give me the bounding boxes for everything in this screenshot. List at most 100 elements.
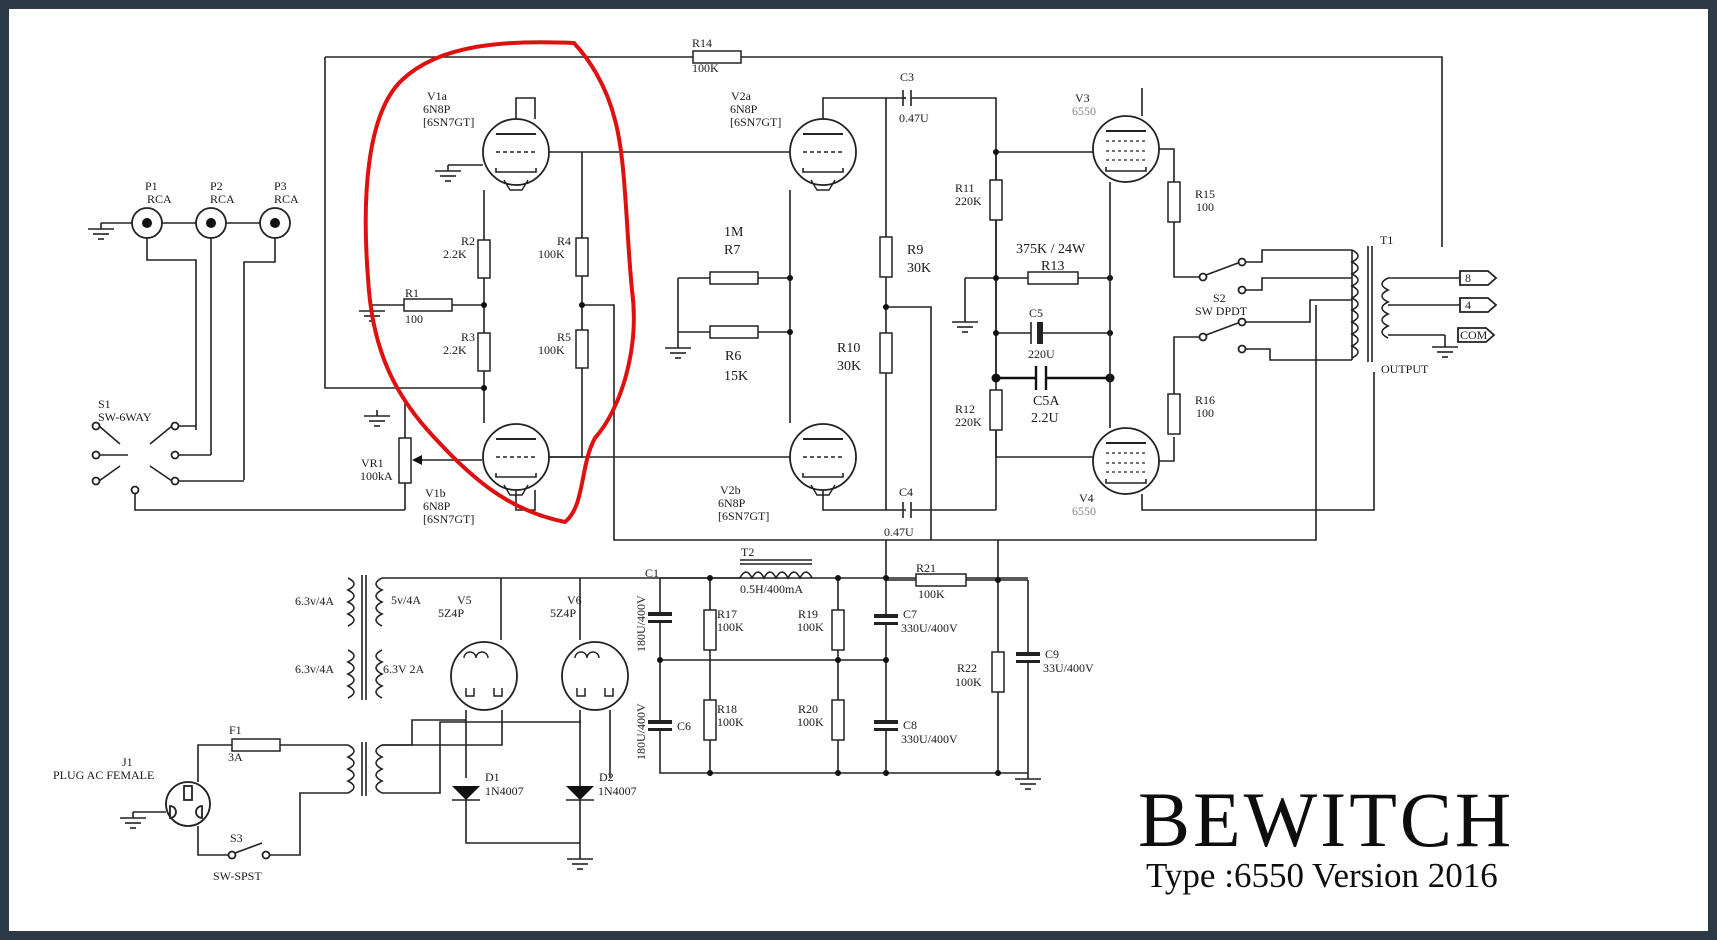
p1-ref: P1: [145, 179, 158, 193]
r22-value: 100K: [955, 675, 982, 689]
tap-8: 8: [1465, 271, 1471, 285]
f1-value: 3A: [228, 750, 243, 764]
v4-type: 6550: [1072, 504, 1096, 518]
p3-type: RCA: [274, 192, 299, 206]
v3-type: 6550: [1072, 104, 1096, 118]
v1b-alt: [6SN7GT]: [423, 512, 474, 526]
c4-ref: C4: [899, 485, 913, 499]
r5-value: 100K: [538, 343, 565, 357]
c1-value: 180U/400V: [634, 595, 648, 652]
v6-ref: V6: [567, 593, 582, 607]
c8-value: 330U/400V: [901, 732, 958, 746]
v1a-type: 6N8P: [423, 102, 451, 116]
winding-4: 6.3V 2A: [383, 662, 424, 676]
v2b-alt: [6SN7GT]: [718, 509, 769, 523]
r19-ref: R19: [798, 607, 818, 621]
s3-ref: S3: [230, 831, 243, 845]
r10-ref: R10: [837, 341, 860, 356]
output-stage: V3 6550 V4 6550 R15 100 R16 100: [1072, 88, 1375, 518]
driver-stage: V2a 6N8P [6SN7GT] V2b 6N8P [6SN7GT] 1M R…: [664, 89, 932, 540]
s3-type: SW-SPST: [213, 869, 262, 883]
p1-type: RCA: [147, 192, 172, 206]
r13-value: 375K / 24W: [1016, 242, 1086, 257]
j1-ref: J1: [122, 755, 133, 769]
r16-ref: R16: [1195, 393, 1215, 407]
c5-value: 220U: [1028, 347, 1055, 361]
r3-value: 2.2K: [443, 343, 467, 357]
r20-value: 100K: [797, 715, 824, 729]
j1-type: PLUG AC FEMALE: [53, 768, 154, 782]
brand-subtitle: Type :6550 Version 2016: [1146, 856, 1498, 895]
s2-ref: S2: [1213, 291, 1226, 305]
vr1-ref: VR1: [361, 456, 384, 470]
c6-value: 180U/400V: [634, 703, 648, 760]
v3-ref: V3: [1075, 91, 1090, 105]
winding-3: 5v/4A: [391, 593, 421, 607]
r11-ref: R11: [955, 181, 975, 195]
r3-ref: R3: [461, 330, 475, 344]
brand-title: BEWITCH: [1138, 776, 1515, 863]
selector-switch: S1 SW-6WAY: [91, 397, 405, 511]
d1-ref: D1: [485, 770, 500, 784]
r19-value: 100K: [797, 620, 824, 634]
r18-value: 100K: [717, 715, 744, 729]
c8-ref: C8: [903, 718, 917, 732]
r2-value: 2.2K: [443, 247, 467, 261]
v2a-type: 6N8P: [730, 102, 758, 116]
p3-ref: P3: [274, 179, 287, 193]
t1-label: OUTPUT: [1381, 362, 1429, 376]
r12-value: 220K: [955, 415, 982, 429]
r21-ref: R21: [916, 561, 936, 575]
r4-value: 100K: [538, 247, 565, 261]
r6-value: 15K: [724, 369, 748, 384]
feedback-network: R14 100K: [324, 36, 1443, 389]
r7-ref: R7: [724, 243, 740, 258]
c4-value: 0.47U: [884, 525, 914, 539]
v5-type: 5Z4P: [438, 606, 464, 620]
v1b-ref: V1b: [425, 486, 446, 500]
v2b-type: 6N8P: [718, 496, 746, 510]
tap-4: 4: [1465, 298, 1471, 312]
r13-ref: R13: [1041, 259, 1064, 274]
r14-ref: R14: [692, 36, 712, 50]
highlight-annotation: [363, 40, 636, 525]
c7-ref: C7: [903, 607, 917, 621]
d1-type: 1N4007: [485, 784, 524, 798]
s1-ref: S1: [98, 397, 111, 411]
input-stage: V1a 6N8P [6SN7GT] V1b 6N8P [6SN7GT] R2 2…: [358, 89, 998, 541]
r20-ref: R20: [798, 702, 818, 716]
winding-1: 6.3v/4A: [295, 594, 334, 608]
t1-ref: T1: [1380, 233, 1393, 247]
r17-value: 100K: [717, 620, 744, 634]
c6-ref: C6: [677, 719, 691, 733]
c5a-ref: C5A: [1033, 394, 1060, 409]
r12-ref: R12: [955, 402, 975, 416]
c9-value: 33U/400V: [1043, 661, 1094, 675]
v1b-type: 6N8P: [423, 499, 451, 513]
v4-ref: V4: [1079, 491, 1094, 505]
d2-ref: D2: [599, 770, 614, 784]
r17-ref: R17: [717, 607, 737, 621]
power-supply: 6.3v/4A 6.3v/4A 5v/4A 6.3V 2A V5 5Z4P V6…: [295, 305, 1317, 870]
v1a-alt: [6SN7GT]: [423, 115, 474, 129]
c3-value: 0.47U: [899, 111, 929, 125]
schematic-sheet: [9, 9, 1708, 931]
t2-ref: T2: [741, 545, 754, 559]
s2-type: SW DPDT: [1195, 304, 1248, 318]
v2b-ref: V2b: [720, 483, 741, 497]
tap-com: COM: [1460, 328, 1488, 342]
r22-ref: R22: [957, 661, 977, 675]
v6-type: 5Z4P: [550, 606, 576, 620]
volume-potentiometer: VR1 100kA: [360, 403, 482, 510]
r15-ref: R15: [1195, 187, 1215, 201]
r15-value: 100: [1196, 200, 1214, 214]
r9-value: 30K: [907, 261, 931, 276]
r21-value: 100K: [918, 587, 945, 601]
coupling-capacitors: C3 0.47U C4 0.47U: [884, 70, 997, 539]
r9-ref: R9: [907, 243, 923, 258]
f1-ref: F1: [229, 723, 242, 737]
r1-ref: R1: [405, 286, 419, 300]
r18-ref: R18: [717, 702, 737, 716]
